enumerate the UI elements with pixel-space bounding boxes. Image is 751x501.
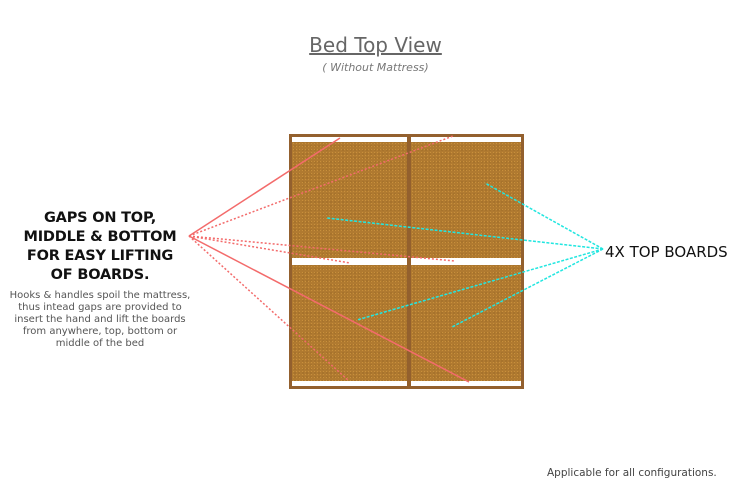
heading-line: GAPS ON TOP, — [43, 210, 157, 226]
center-divider — [407, 137, 411, 386]
board-pointer-line — [356, 248, 604, 321]
diagram-subtitle: ( Without Mattress) — [322, 61, 429, 74]
gap-pointer-line — [188, 235, 470, 383]
body-line: thus intead gaps are provided to — [18, 302, 182, 313]
footer-note: Applicable for all configurations. — [547, 467, 717, 479]
bed-frame — [289, 134, 524, 389]
gap-pointer-line — [188, 135, 454, 237]
diagram-title: Bed Top View — [309, 33, 442, 57]
heading-line: FOR EASY LIFTING — [26, 248, 174, 264]
boards-callout-label: 4X TOP BOARDS — [605, 243, 728, 261]
body-line: insert the hand and lift the boards — [14, 314, 186, 325]
body-line: from anywhere, top, bottom or — [22, 326, 178, 337]
top-board-top-left — [292, 142, 407, 258]
top-board-top-right — [411, 142, 521, 258]
board-pointer-line — [451, 248, 604, 328]
gaps-callout-body: Hooks & handles spoil the mattress, thus… — [2, 290, 198, 350]
heading-line: MIDDLE & BOTTOM — [23, 229, 177, 245]
gaps-callout-heading: GAPS ON TOP, MIDDLE & BOTTOM FOR EASY LI… — [12, 209, 188, 285]
board-pointer-line — [484, 182, 604, 250]
heading-line: OF BOARDS. — [50, 267, 150, 283]
gap-pointer-line — [188, 137, 341, 237]
board-pointer-line — [326, 217, 604, 250]
gap-pointer-line — [188, 235, 351, 264]
top-board-bottom-left — [292, 265, 407, 381]
gap-pointer-line — [188, 235, 456, 262]
gap-pointer-line — [188, 235, 350, 382]
body-line: Hooks & handles spoil the mattress, — [9, 290, 191, 301]
body-line: middle of the bed — [55, 338, 145, 349]
